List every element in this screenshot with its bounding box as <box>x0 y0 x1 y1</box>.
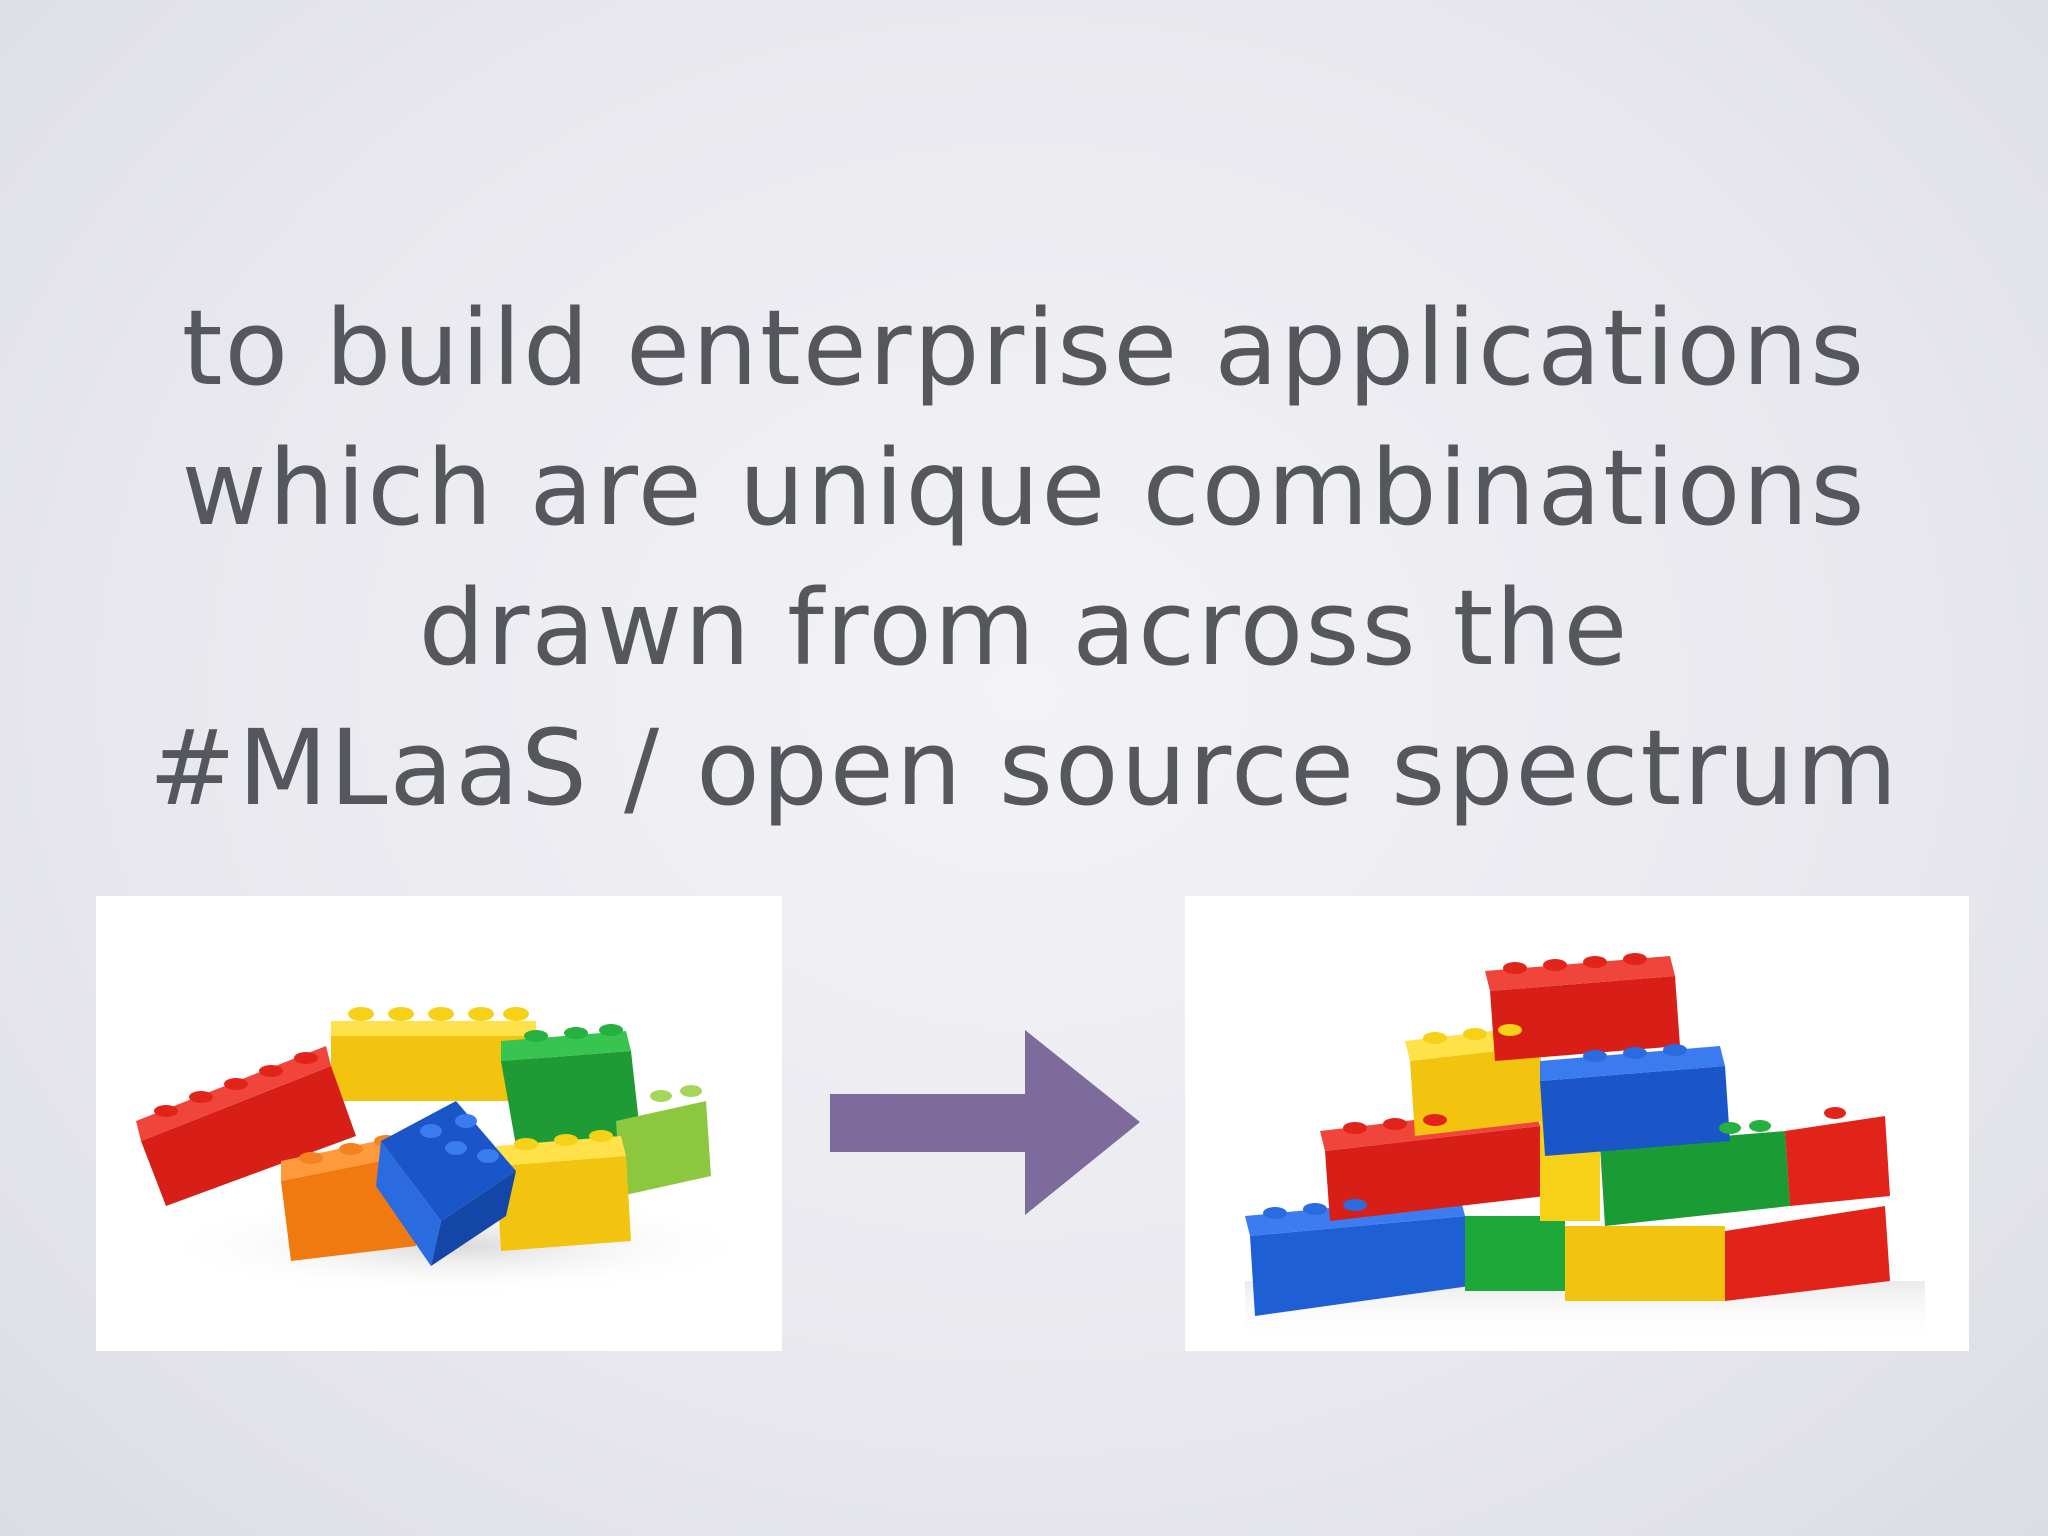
headline-line-1: to build enterprise applications <box>181 287 1867 409</box>
slide-headline: to build enterprise applications which a… <box>0 278 2048 838</box>
headline-line-3: drawn from across the <box>418 567 1630 689</box>
headline-line-4: #MLaaS / open source spectrum <box>148 707 1900 829</box>
right-arrow-icon <box>830 1030 1140 1215</box>
headline-line-2: which are unique combinations <box>181 427 1867 549</box>
loose-bricks-image <box>96 896 782 1351</box>
assembled-bricks-image <box>1185 896 1969 1351</box>
